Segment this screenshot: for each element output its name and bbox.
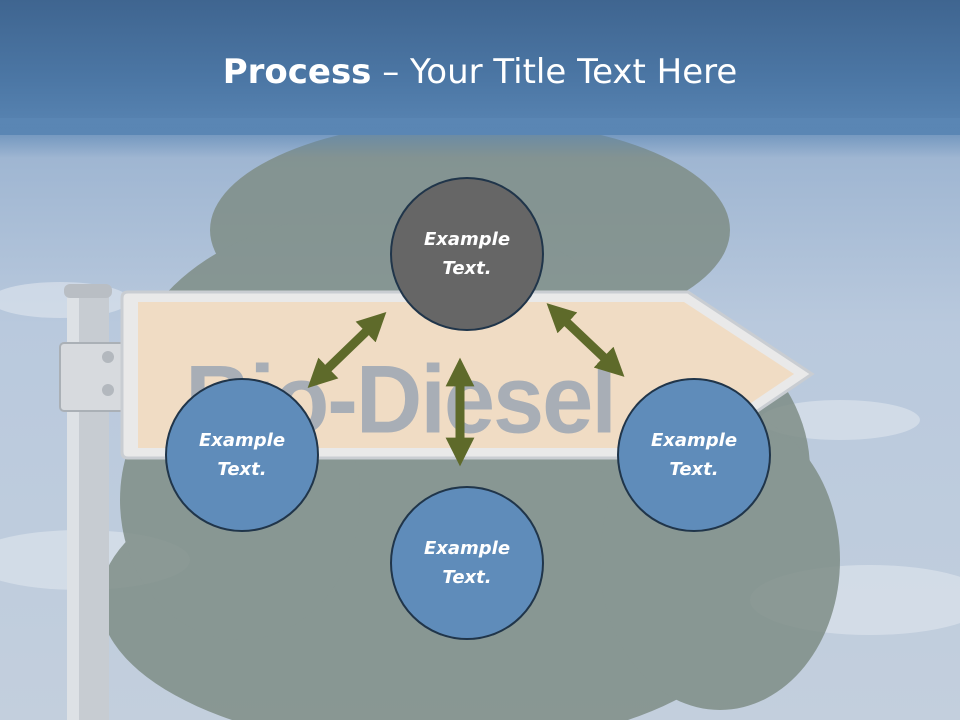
sign-pole <box>59 284 131 720</box>
title-band <box>0 0 960 135</box>
title-bold: Process <box>222 52 372 92</box>
node-bottom: Example Text. <box>390 486 544 640</box>
slide-title: Process – Your Title Text Here <box>0 52 960 92</box>
node-right-text: Example Text. <box>650 430 738 480</box>
node-top-text: Example Text. <box>423 229 511 279</box>
node-left-text: Example Text. <box>198 430 286 480</box>
node-top: Example Text. <box>390 177 544 331</box>
node-bottom-text: Example Text. <box>423 538 511 588</box>
arrow-top-left <box>307 311 387 389</box>
arrow-top-right <box>546 303 625 377</box>
title-fade <box>0 118 960 158</box>
node-right: Example Text. <box>617 378 771 532</box>
title-rest: – Your Title Text Here <box>371 52 738 92</box>
node-left: Example Text. <box>165 378 319 532</box>
